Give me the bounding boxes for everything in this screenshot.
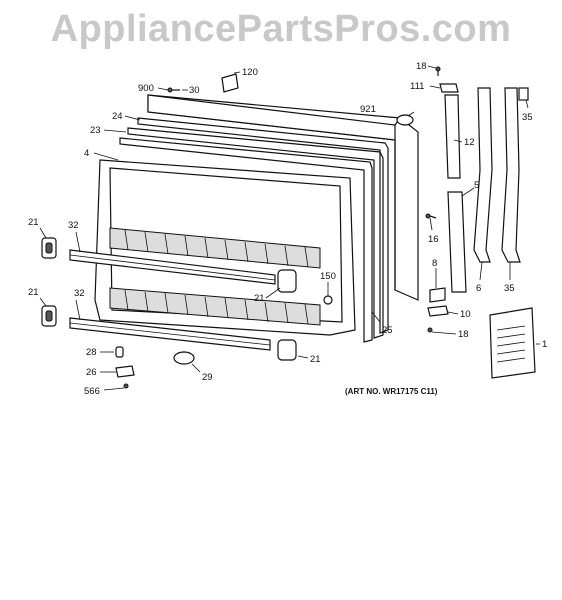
part-28 — [115, 346, 124, 358]
callout-120: 120 — [242, 67, 258, 78]
part-150 — [323, 295, 333, 305]
rail-end-cap-upper-left — [41, 237, 57, 259]
callout-12: 12 — [464, 137, 475, 148]
callout-10: 10 — [460, 309, 471, 320]
screw-18-bottom — [427, 327, 433, 333]
handle-5 — [447, 191, 467, 293]
callout-5: 5 — [474, 180, 479, 191]
callout-8: 8 — [432, 258, 437, 269]
callout-labels: 120 900 30 24 23 4 921 18 111 12 5 16 8 … — [28, 61, 547, 397]
cap-120 — [221, 73, 239, 93]
rail-end-cap-lower-left — [41, 305, 57, 327]
callout-4: 4 — [84, 148, 89, 159]
art-number: (ART NO. WR17175 C11) — [345, 387, 438, 396]
callout-26: 26 — [86, 367, 97, 378]
callout-24: 24 — [112, 111, 123, 122]
callout-25: 25 — [382, 325, 393, 336]
door-gasket — [119, 117, 389, 343]
callout-18-top: 18 — [416, 61, 427, 72]
bracket-10 — [427, 305, 449, 317]
rail-end-cap-lower-right — [277, 339, 297, 361]
callout-21-lower-right: 21 — [310, 354, 321, 365]
callout-23: 23 — [90, 125, 101, 136]
door-liner — [94, 159, 356, 336]
callout-32-upper: 32 — [68, 220, 79, 231]
watermark: AppliancePartsPros.com — [50, 8, 512, 50]
trim-6 — [473, 87, 493, 263]
screw-18-top — [435, 66, 441, 76]
callout-29: 29 — [202, 372, 213, 383]
callout-921: 921 — [360, 104, 376, 115]
callout-150: 150 — [320, 271, 336, 282]
manual-1 — [489, 307, 536, 379]
part-29 — [173, 351, 195, 365]
callout-900: 900 — [138, 83, 154, 94]
rail-end-cap-upper-right — [277, 269, 297, 293]
callout-32-lower: 32 — [74, 288, 85, 299]
callout-16: 16 — [428, 234, 439, 245]
hinge-plug-921 — [396, 114, 414, 126]
callout-21-upper-left: 21 — [28, 217, 39, 228]
cap-35 — [518, 87, 529, 101]
handle-12 — [444, 94, 461, 179]
callout-35-upper: 35 — [522, 112, 533, 123]
screw-16 — [425, 213, 437, 219]
callout-21-lower-left: 21 — [28, 287, 39, 298]
screw-566 — [123, 383, 129, 389]
callout-6: 6 — [476, 283, 481, 294]
callout-18-bottom: 18 — [458, 329, 469, 340]
upper-shelf-ribs — [124, 229, 309, 268]
callout-566: 566 — [84, 386, 100, 397]
screw-30 — [167, 87, 180, 93]
part-26 — [115, 365, 135, 378]
shelf-rail-lower — [69, 317, 271, 351]
shelf-rail-upper — [69, 249, 276, 285]
lower-shelf-ribs — [124, 289, 309, 325]
callout-30: 30 — [189, 85, 200, 96]
trim-35 — [501, 87, 521, 263]
hinge-8 — [429, 287, 446, 303]
hinge-cap-111 — [439, 83, 459, 93]
leader-lines — [39, 65, 540, 391]
callout-1: 1 — [542, 339, 547, 350]
callout-111: 111 — [410, 81, 424, 92]
callout-35-lower: 35 — [504, 283, 515, 294]
callout-28: 28 — [86, 347, 97, 358]
callout-21-upper-right: 21 — [254, 293, 265, 304]
